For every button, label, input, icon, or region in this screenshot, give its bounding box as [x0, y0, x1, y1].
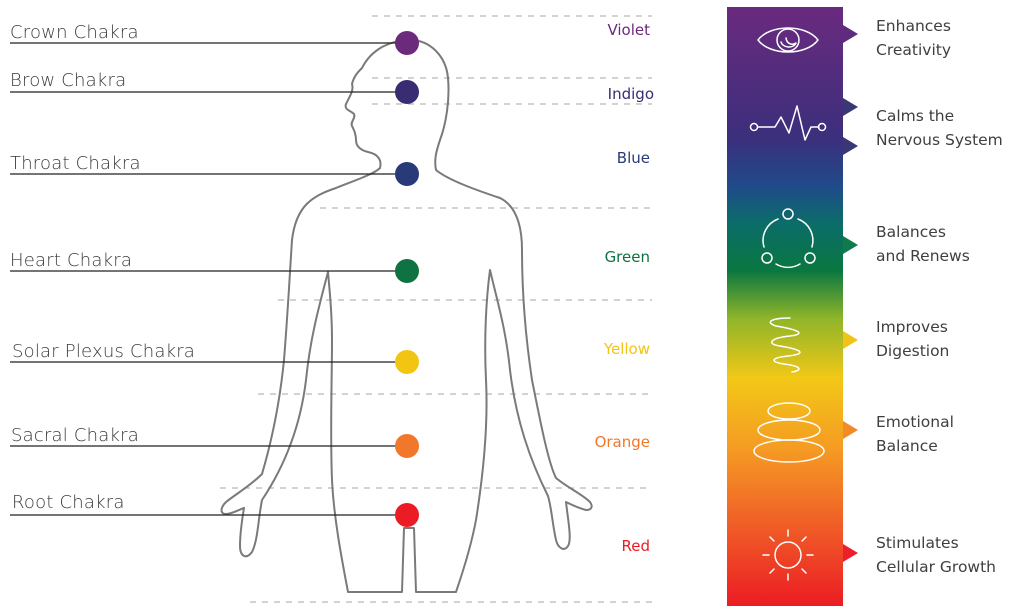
spectrum-bar	[727, 7, 843, 606]
color-name-violet: Violet	[530, 21, 650, 39]
chakra-dots	[395, 31, 419, 527]
benefit-pointers	[843, 25, 858, 562]
benefit-emotional: Emotional Balance	[876, 410, 954, 458]
benefit-line: and Renews	[876, 244, 970, 268]
benefit-line: Stimulates	[876, 531, 996, 555]
color-name-yellow: Yellow	[530, 340, 650, 358]
chakra-label-heart: Heart Chakra	[10, 250, 132, 271]
benefit-pointer	[843, 236, 858, 254]
benefit-balances: Balances and Renews	[876, 220, 970, 268]
chakra-label-brow: Brow Chakra	[10, 70, 126, 91]
benefit-line: Enhances	[876, 14, 951, 38]
benefit-line: Creativity	[876, 38, 951, 62]
chakra-label-root: Root Chakra	[12, 492, 125, 513]
benefit-line: Improves	[876, 315, 949, 339]
benefit-digestion: Improves Digestion	[876, 315, 949, 363]
benefit-cellular: Stimulates Cellular Growth	[876, 531, 996, 579]
color-name-green: Green	[530, 248, 650, 266]
benefit-pointer	[843, 98, 858, 116]
chakra-dot	[395, 162, 419, 186]
benefit-line: Calms the	[876, 104, 1003, 128]
benefit-pointer	[843, 331, 858, 349]
benefit-line: Balances	[876, 220, 970, 244]
benefit-creativity: Enhances Creativity	[876, 14, 951, 62]
benefit-line: Emotional	[876, 410, 954, 434]
chakra-dot	[395, 503, 419, 527]
benefit-pointer	[843, 421, 858, 439]
chakra-label-sacral: Sacral Chakra	[11, 425, 139, 446]
color-name-indigo: Indigo	[534, 85, 654, 103]
benefit-pointer	[843, 25, 858, 43]
chakra-label-throat: Throat Chakra	[10, 153, 141, 174]
benefit-pointer	[843, 544, 858, 562]
benefit-nervous-system: Calms the Nervous System	[876, 104, 1003, 152]
chakra-dot	[395, 350, 419, 374]
benefit-line: Cellular Growth	[876, 555, 996, 579]
benefit-line: Balance	[876, 434, 954, 458]
guide-lines	[220, 16, 652, 602]
chakra-label-crown: Crown Chakra	[10, 22, 139, 43]
chakra-dot	[395, 259, 419, 283]
benefit-pointer	[843, 137, 858, 155]
benefit-line: Nervous System	[876, 128, 1003, 152]
chakra-dot	[395, 80, 419, 104]
color-name-blue: Blue	[530, 149, 650, 167]
chakra-dot	[395, 31, 419, 55]
color-name-red: Red	[530, 537, 650, 555]
benefit-line: Digestion	[876, 339, 949, 363]
chakra-dot	[395, 434, 419, 458]
color-name-orange: Orange	[530, 433, 650, 451]
chakra-label-solar-plexus: Solar Plexus Chakra	[12, 341, 195, 362]
